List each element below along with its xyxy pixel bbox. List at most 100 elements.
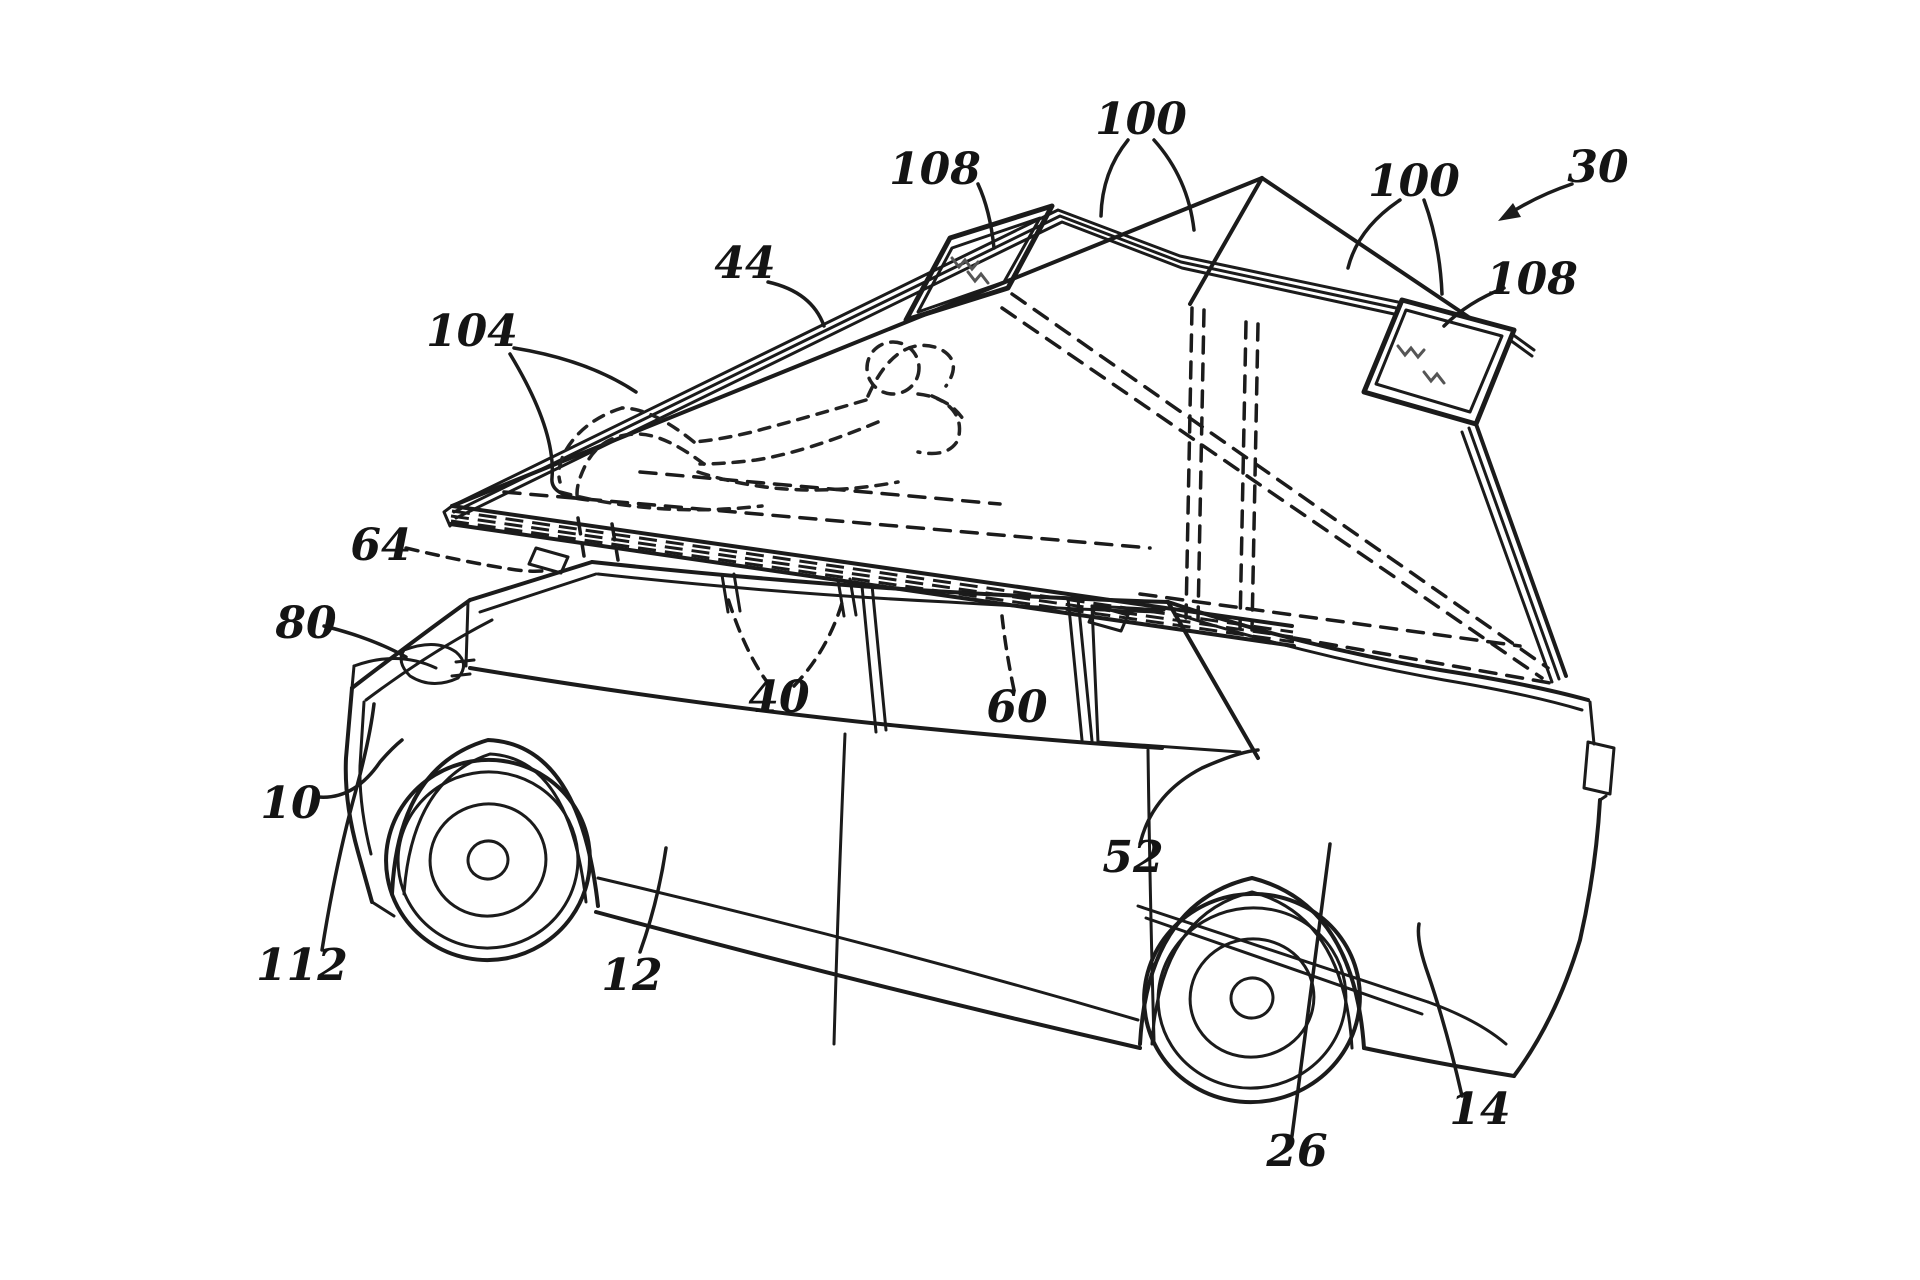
rear-tire-outer <box>1142 891 1362 1105</box>
tent-rear-pillar <box>1474 422 1568 678</box>
tent-window-right-inner <box>1374 308 1504 414</box>
leader-64 <box>404 546 544 573</box>
reference-numerals: 30 44 104 108 100 100 108 64 80 10 112 1… <box>256 94 1629 1177</box>
front-hub <box>466 839 510 881</box>
occupant-torso-top <box>692 398 868 444</box>
occupant-second-leg <box>575 432 706 502</box>
ref-label-26: 26 <box>1265 1126 1327 1177</box>
leader-100-top-b <box>1152 138 1196 232</box>
rear-face <box>1512 798 1602 1078</box>
vehicle-body <box>343 560 1616 1078</box>
tent-base-dash-row2 <box>450 514 1294 639</box>
front-wheel-arch <box>390 738 600 908</box>
tent-window-left-inner <box>916 216 1042 314</box>
tail-lower-edge <box>1598 794 1608 802</box>
door-seam-front <box>832 732 847 1046</box>
tent-top-rail-mid <box>452 214 1398 514</box>
leader-60 <box>1000 614 1016 692</box>
ref-label-40: 40 <box>748 672 810 723</box>
headlight-edge <box>350 664 356 690</box>
ref-label-108-right: 108 <box>1486 254 1578 305</box>
body-crease <box>596 876 1140 1022</box>
rooftop-tent <box>442 176 1568 684</box>
occupant-shin <box>557 406 624 484</box>
bumper-bottom <box>370 900 396 918</box>
b-pillar <box>860 584 878 734</box>
rear-bumper-bottom <box>1362 1046 1516 1078</box>
tent-top-rail <box>450 208 1400 508</box>
ref-label-12: 12 <box>601 950 662 1001</box>
ref-label-108-left: 108 <box>889 144 981 195</box>
ref-label-100-right: 100 <box>1368 156 1460 207</box>
ref-label-14: 14 <box>1449 1084 1510 1135</box>
ref-label-64: 64 <box>350 520 411 571</box>
ref-label-104: 104 <box>426 306 518 357</box>
ref-label-10: 10 <box>260 778 322 829</box>
mirror-stalk <box>450 658 476 678</box>
occupant-thigh <box>620 406 696 444</box>
tent-base-rear-dashed <box>1292 636 1558 686</box>
front-fascia <box>343 686 374 904</box>
rack-crossbar-foot-2 <box>836 577 858 618</box>
ref-label-30: 30 <box>1567 142 1629 193</box>
tent-hidden-rear-edge-3 <box>1238 320 1248 630</box>
mattress-far-edge <box>502 490 1152 550</box>
front-mount-hidden-2 <box>610 522 620 562</box>
tent-base-bottom-edge <box>448 522 1296 648</box>
rear-tire-inner <box>1156 906 1348 1090</box>
tent-hidden-diagonal-2 <box>1000 306 1544 680</box>
ref-label-44: 44 <box>714 238 775 289</box>
ref-label-60: 60 <box>986 682 1048 733</box>
leader-52 <box>1138 748 1260 846</box>
leader-100-right-b <box>1422 198 1444 296</box>
ref-label-100-top: 100 <box>1095 94 1187 145</box>
tent-rear-pillar-mid <box>1467 426 1561 681</box>
leader-108-right <box>1442 286 1506 328</box>
leader-lines <box>316 138 1574 1138</box>
tent-window-right-frame <box>1361 297 1517 427</box>
leader-12 <box>638 846 668 954</box>
rear-bumper-line <box>1136 904 1430 1004</box>
leader-80 <box>322 624 408 659</box>
front-wheel <box>384 757 592 963</box>
occupant-forearm <box>916 392 968 426</box>
front-tire-inner <box>396 770 580 950</box>
leader-100-top-a <box>1099 138 1130 218</box>
tail-lamp <box>1582 740 1616 796</box>
tent-hidden-rear-edge-1 <box>1184 306 1194 620</box>
ref-label-52: 52 <box>1102 832 1163 883</box>
tent-hidden-rear-edge-4 <box>1250 322 1260 632</box>
leader-112 <box>320 702 376 952</box>
c-pillar <box>1066 596 1084 742</box>
quarter-window-front <box>1090 604 1100 744</box>
occupant-arm-bent <box>866 343 956 398</box>
reclining-occupant <box>557 340 968 512</box>
leader-26 <box>1290 842 1332 1138</box>
door-seam-rear <box>1146 748 1156 1042</box>
ref-label-112: 112 <box>256 940 348 991</box>
front-tire-outer <box>384 757 592 963</box>
tent-endcap-near-fold <box>1188 176 1264 306</box>
leader-10 <box>316 738 404 799</box>
leader-108-left <box>976 182 996 250</box>
tent-hidden-diagonal-1 <box>1010 292 1550 670</box>
beltline <box>468 666 1164 750</box>
tent-hidden-rear-edge-2 <box>1196 308 1206 622</box>
leader-30-arrowhead <box>1498 203 1521 221</box>
a-pillar <box>468 560 594 602</box>
occupant-head <box>865 340 921 396</box>
occupant-blanket-2 <box>558 490 764 512</box>
c-pillar-inner <box>1076 597 1094 743</box>
tailgate-top-edge <box>1588 700 1596 746</box>
tent-far-top-edge <box>450 176 1264 508</box>
rack-crossbar-foot-1 <box>720 572 742 614</box>
ref-label-80: 80 <box>274 598 337 649</box>
a-pillar-inner <box>478 572 598 614</box>
hood-inner-line <box>364 618 494 702</box>
tent-top-rail-low <box>454 220 1396 520</box>
occupant-blanket-1 <box>696 470 900 492</box>
tent-window-left-hatch <box>950 256 990 285</box>
rocker-line <box>594 910 1142 1050</box>
tent-window-right-hatch <box>1396 344 1446 385</box>
leader-40-b <box>792 594 846 688</box>
